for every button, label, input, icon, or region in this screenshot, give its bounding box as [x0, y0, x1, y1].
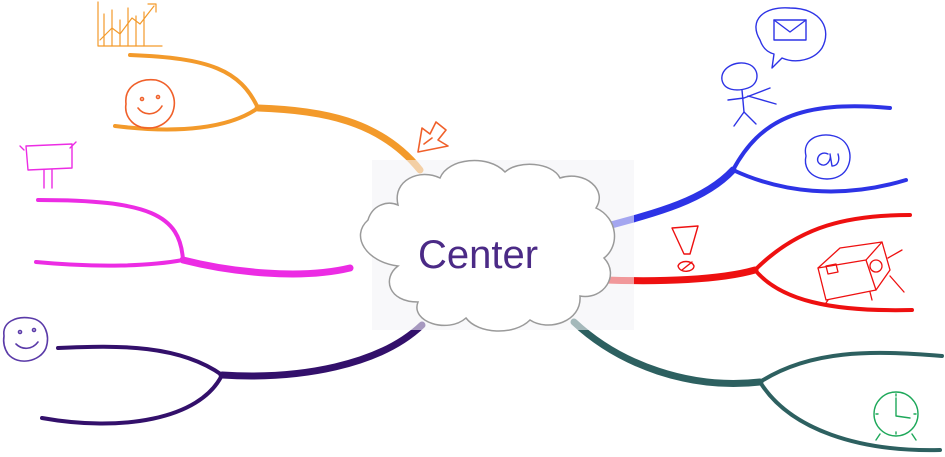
signpost-icon: [19, 141, 77, 189]
branch-magenta: [34, 198, 354, 278]
person-icon: [721, 62, 777, 127]
chart-icon: [97, 1, 163, 47]
cloud-shape: [359, 159, 616, 332]
center-label: Center: [418, 233, 538, 277]
exclamation-icon: [671, 225, 699, 272]
smiley-icon: [124, 78, 176, 129]
branch-teal: [570, 318, 944, 453]
smiley-icon-2: [2, 316, 49, 362]
branch-red: [602, 213, 914, 313]
at-sign-icon: [804, 134, 851, 180]
projector-icon: [817, 241, 905, 307]
center-node[interactable]: Center: [359, 159, 634, 332]
branch-indigo: [40, 321, 426, 426]
email-icon: [755, 7, 827, 69]
branch-orange: [113, 53, 424, 174]
clock-icon: [873, 391, 919, 441]
arrow-icon: [417, 121, 449, 153]
branch-blue: [596, 104, 908, 232]
